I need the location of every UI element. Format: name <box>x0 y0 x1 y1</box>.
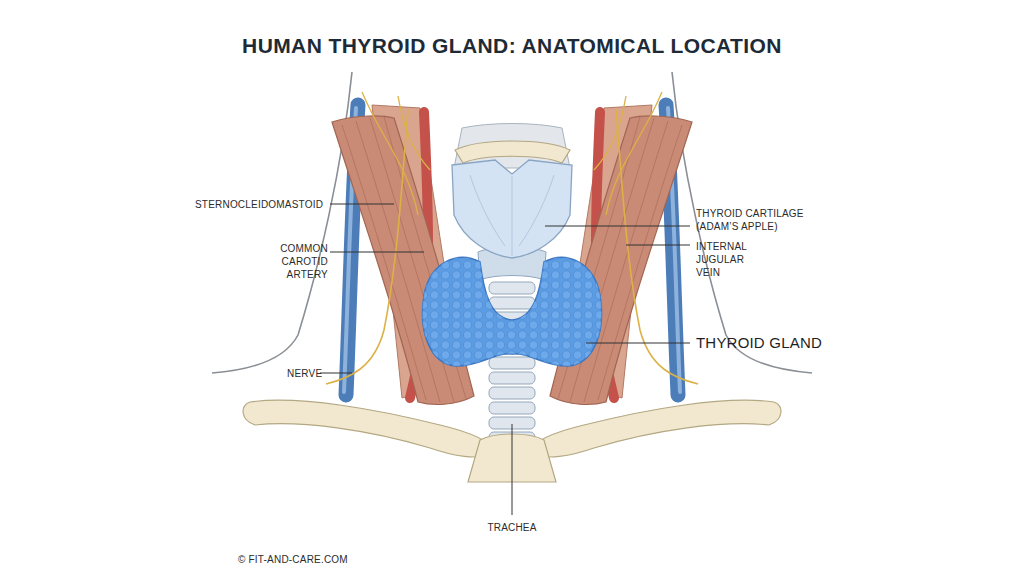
trachea-ring <box>489 357 535 369</box>
leader-line <box>545 226 690 227</box>
leader-lines <box>320 204 690 515</box>
leader-line <box>330 204 394 205</box>
hyoid-bone <box>455 141 570 163</box>
thyrohyoid-membrane <box>454 124 570 169</box>
leader-line <box>512 424 513 515</box>
leader-line <box>586 343 690 344</box>
trachea-ring <box>489 402 535 414</box>
part-label: THYROID CARTILAGE (ADAM’S APPLE) <box>696 207 821 233</box>
trachea-rings <box>489 282 535 444</box>
diagram-title: HUMAN THYROID GLAND: ANATOMICAL LOCATION <box>0 34 1024 58</box>
leader-line <box>320 373 352 374</box>
trachea-ring <box>489 387 535 399</box>
part-label: STERNOCLEIDOMASTOID <box>195 198 335 211</box>
part-label: TRACHEA <box>462 521 562 534</box>
trachea-ring <box>489 297 535 309</box>
leader-line <box>626 245 690 246</box>
thyroid-cartilage <box>452 160 572 258</box>
part-label: THYROID GLAND <box>696 334 856 352</box>
part-label: COMMON CAROTID ARTERY <box>262 242 328 281</box>
thyroid-lobules <box>422 257 601 366</box>
trachea-ring <box>489 372 535 384</box>
thyroid-gland-shape <box>422 257 601 366</box>
part-label: INTERNAL JUGULAR VEIN <box>696 240 760 279</box>
leader-line <box>330 252 424 253</box>
trachea-ring <box>489 282 535 294</box>
cartilage-shading <box>470 175 554 256</box>
part-label: NERVE <box>287 367 327 380</box>
copyright-note: © FIT-AND-CARE.COM <box>238 553 398 566</box>
